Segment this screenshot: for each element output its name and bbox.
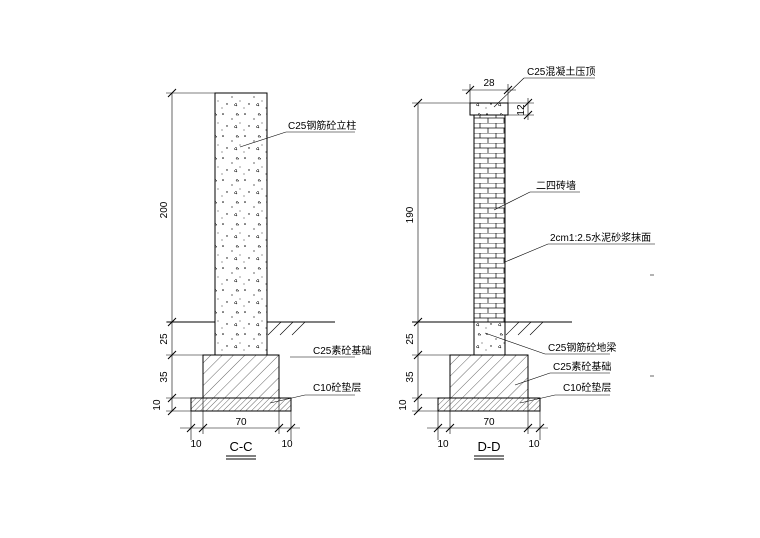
dd-cap [469, 102, 509, 116]
cc-title: C-C [229, 439, 252, 454]
cc-dim-left: 10 [190, 439, 202, 450]
dd-label-wall: 二四砖墙 [536, 179, 576, 192]
dd-dim-left: 10 [437, 439, 449, 450]
cc-dim-height: 200 [159, 201, 170, 218]
dd-dim-cushion: 10 [398, 399, 409, 411]
dd-ground-hatch [505, 321, 544, 336]
dd-label-plaster: 2cm1:2.5水泥砂浆抹面 [550, 231, 651, 244]
cc-foundation [202, 354, 280, 399]
dd-label-cushion: C10砼垫层 [563, 381, 611, 394]
dd-label-foundation: C25素砼基础 [553, 360, 611, 373]
cc-label-foundation: C25素砼基础 [313, 344, 371, 357]
dd-dim-embed: 25 [405, 333, 416, 345]
dd-label-cap: C25混凝土压顶 [527, 65, 595, 78]
dd-dim-cap-height: 12 [516, 104, 527, 116]
dd-foundation [449, 354, 529, 399]
dd-label-beam: C25钢筋砼地梁 [548, 341, 616, 354]
dd-brick-wall [473, 114, 506, 323]
cc-ground-hatch [267, 321, 306, 336]
cc-dim-width: 70 [235, 417, 247, 428]
cc-label-cushion: C10砼垫层 [313, 381, 361, 394]
dd-dim-height: 190 [405, 206, 416, 223]
dd-dim-foundation: 35 [405, 371, 416, 383]
section-dd: 190 25 35 10 28 12 70 10 10 C25混凝土压顶 二四砖… [398, 65, 655, 460]
cc-dim-foundation: 35 [159, 371, 170, 383]
dd-title: D-D [477, 439, 500, 454]
section-cc: 200 25 35 10 70 10 10 C25钢筋砼立柱 C25素砼基础 C… [152, 88, 371, 460]
dd-dim-cap-width: 28 [483, 78, 495, 89]
cc-dim-cushion: 10 [152, 399, 163, 411]
cc-dim-embed: 25 [159, 333, 170, 345]
cc-label-column: C25钢筋砼立柱 [288, 119, 356, 132]
cc-column [214, 92, 268, 356]
dd-dim-width: 70 [483, 417, 495, 428]
cc-dim-right: 10 [281, 439, 293, 450]
cc-cushion [190, 397, 292, 412]
dd-cushion [437, 397, 541, 412]
dd-dim-right: 10 [528, 439, 540, 450]
